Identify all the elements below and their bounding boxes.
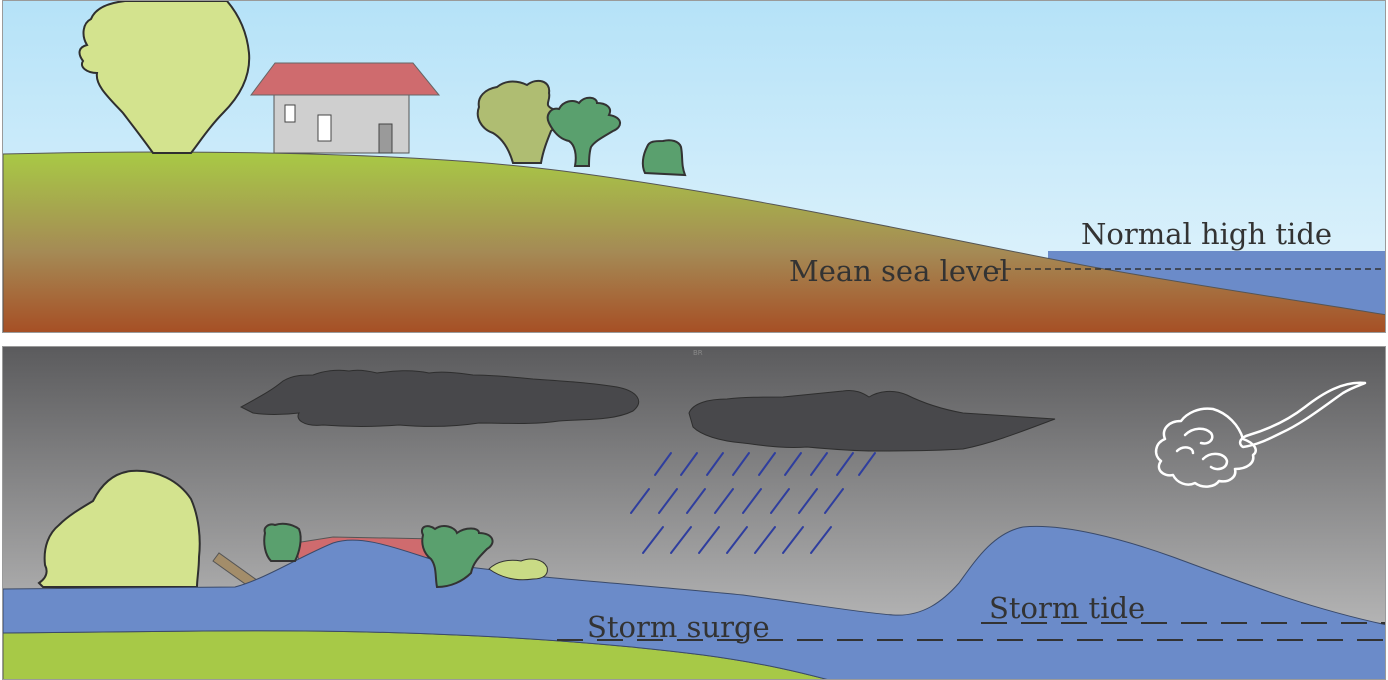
olive-bush (488, 558, 548, 581)
storm-conditions-panel: BR Storm surge Storm tide (2, 346, 1386, 680)
storm-surge-label: Storm surge (587, 610, 770, 644)
storm-conditions-illustration (3, 347, 1385, 679)
large-tree (78, 1, 251, 154)
green-tree-center (421, 525, 494, 589)
green-tree-left (263, 522, 302, 562)
small-bush (641, 139, 687, 177)
storm-cloud-left (239, 369, 639, 427)
land (3, 151, 1385, 332)
house (250, 62, 441, 154)
green-tree (546, 96, 621, 167)
wind-icon (1154, 381, 1367, 488)
storm-tide-label: Storm tide (989, 591, 1146, 625)
normal-conditions-panel: Normal high tide Mean sea level (2, 0, 1386, 333)
storm-cloud-right (688, 390, 1056, 452)
credit-text: BR (693, 349, 703, 357)
large-tree (37, 469, 201, 588)
normal-conditions-illustration (3, 1, 1385, 332)
rain (630, 452, 876, 554)
mean-sea-level-label: Mean sea level (789, 254, 1009, 288)
normal-high-tide-label: Normal high tide (1081, 217, 1333, 251)
